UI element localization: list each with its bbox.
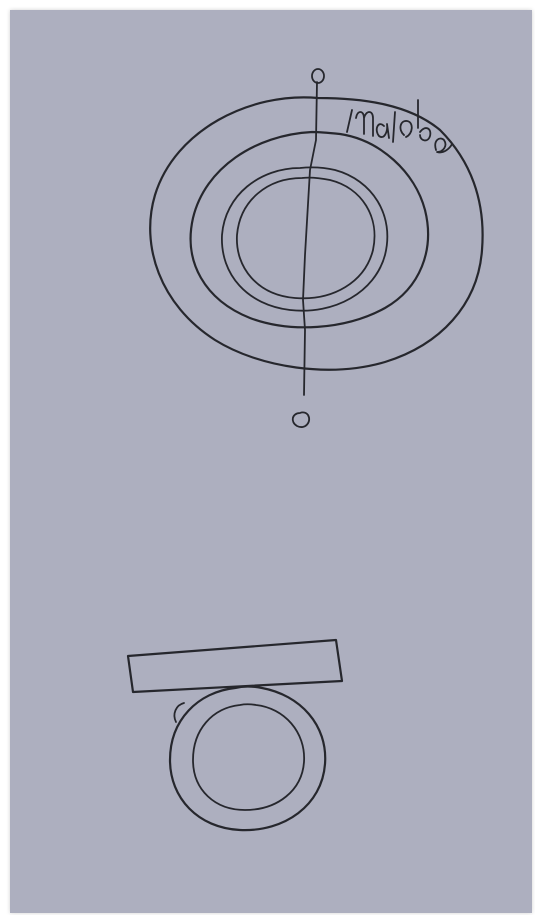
rectangle-bar	[128, 640, 342, 692]
top-ring-figure	[150, 69, 482, 427]
top-axis-marker	[312, 69, 324, 83]
bottom-inner-ring	[193, 704, 304, 810]
inner-ring-outer	[222, 167, 387, 310]
bottom-ring-figure	[128, 640, 342, 830]
vertical-axis-line	[303, 82, 317, 395]
bottom-axis-marker	[293, 412, 309, 427]
